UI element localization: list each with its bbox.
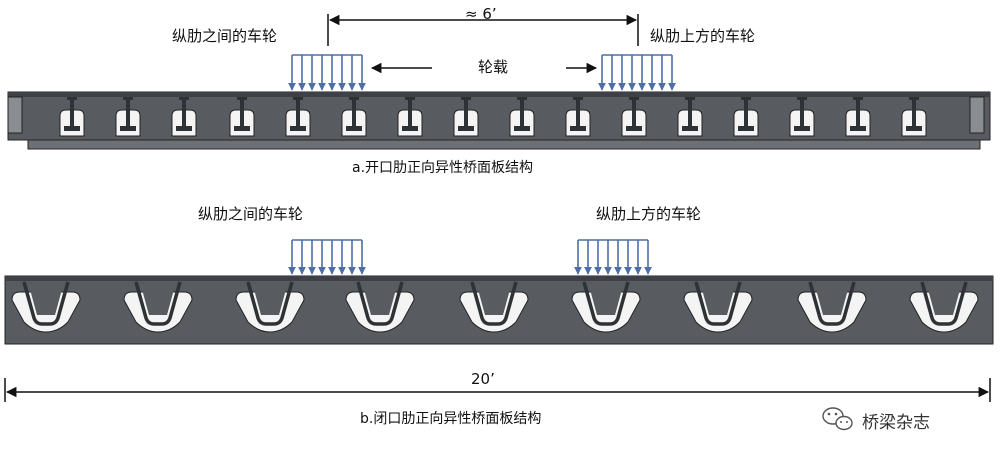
closed-rib <box>683 281 753 333</box>
closed-rib <box>571 281 641 333</box>
open-rib <box>341 97 367 137</box>
closed-rib <box>11 281 81 333</box>
open-rib <box>621 97 647 137</box>
closed-ribs <box>11 281 979 333</box>
deck-top-line-b <box>5 276 993 281</box>
open-rib <box>285 97 311 137</box>
label-wheel-load: 轮载 <box>478 58 509 76</box>
dimension-b <box>4 378 991 402</box>
open-rib <box>677 97 703 137</box>
open-ribs <box>59 97 927 137</box>
wheel-load-arrows-between-ribs-a <box>288 54 366 91</box>
open-rib <box>845 97 871 137</box>
caption-b: b.闭口肋正向异性桥面板结构 <box>360 411 542 427</box>
closed-rib <box>235 281 305 333</box>
label-wheel-between-ribs-b: 纵肋之间的车轮 <box>198 205 304 223</box>
wheel-load-arrows-between-ribs-b <box>288 239 366 275</box>
end-plate-left <box>7 96 23 134</box>
label-wheel-above-rib-a: 纵肋上方的车轮 <box>650 27 756 45</box>
closed-rib-deck <box>4 275 994 345</box>
open-rib-deck <box>7 91 991 150</box>
watermark-text: 桥梁杂志 <box>862 413 930 433</box>
closed-rib <box>459 281 529 333</box>
open-rib <box>453 97 479 137</box>
deck-plate-a <box>7 91 991 141</box>
open-rib <box>565 97 591 137</box>
open-rib <box>509 97 535 137</box>
closed-rib <box>797 281 867 333</box>
open-rib <box>397 97 423 137</box>
closed-rib <box>123 281 193 333</box>
dimension-label-a: ≈ 6’ <box>465 5 497 23</box>
end-plate-right <box>969 96 985 134</box>
wheel-load-arrows-above-rib-a <box>598 54 676 91</box>
watermark: 桥梁杂志 <box>862 408 930 433</box>
closed-rib <box>345 281 415 333</box>
label-wheel-between-ribs-a: 纵肋之间的车轮 <box>172 27 278 45</box>
dimension-a <box>327 14 639 46</box>
open-rib <box>789 97 815 137</box>
wechat-icon <box>822 407 853 431</box>
closed-rib <box>909 281 979 333</box>
open-rib <box>733 97 759 137</box>
label-wheel-above-rib-b: 纵肋上方的车轮 <box>596 205 702 223</box>
open-rib <box>59 97 85 137</box>
wheel-load-arrows-above-rib-b <box>574 239 652 275</box>
deck-top-line-a <box>8 92 990 97</box>
caption-a: a.开口肋正向异性桥面板结构 <box>352 160 534 176</box>
dimension-label-b: 20’ <box>471 370 495 388</box>
open-rib <box>171 97 197 137</box>
open-rib <box>901 97 927 137</box>
open-rib <box>229 97 255 137</box>
open-rib <box>115 97 141 137</box>
bottom-flange-a <box>27 139 981 150</box>
